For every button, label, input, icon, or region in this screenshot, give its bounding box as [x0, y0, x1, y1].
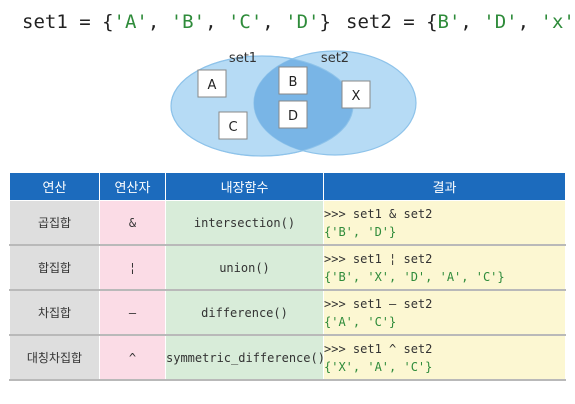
- result-cell: >>> set1 ^ set2 {'X', 'A', 'C'}: [323, 334, 566, 381]
- table-header-row: 연산 연산자 내장함수 결과: [9, 172, 566, 201]
- table-row: 곱집합 & intersection() >>> set1 & set2 {'B…: [9, 200, 566, 246]
- function-cell: difference(): [165, 289, 324, 336]
- result-code: >>> set1 ¦ set2: [324, 251, 433, 266]
- operation-cell: 합집합: [9, 244, 100, 291]
- operation-cell: 차집합: [9, 289, 100, 336]
- set2-definition: set2 = {B', 'D', 'x'}: [346, 8, 575, 36]
- set1-item: 'A': [113, 11, 148, 33]
- set1-suffix: }: [319, 11, 331, 33]
- table-row: 대칭차집합 ^ symmetric_difference() >>> set1 …: [9, 334, 566, 381]
- set2-item: B': [437, 11, 461, 33]
- element-box-a: A: [197, 69, 227, 98]
- result-output: {'B', 'D'}: [324, 224, 397, 239]
- function-cell: symmetric_difference(): [165, 334, 325, 381]
- set2-label: set2: [321, 51, 349, 66]
- set1-item: 'C': [227, 11, 263, 33]
- set1-item: 'D': [285, 11, 320, 33]
- element-box-x: X: [341, 80, 371, 109]
- result-code: >>> set1 ^ set2: [324, 341, 433, 356]
- operation-cell: 대칭차집합: [9, 334, 100, 381]
- header-operation: 연산: [9, 172, 100, 201]
- element-box-b: B: [278, 66, 308, 95]
- result-code: >>> set1 & set2: [324, 206, 433, 221]
- set2-prefix: set2 = {: [346, 11, 438, 33]
- result-cell: >>> set1 ¦ set2 {'B', 'X', 'D', 'A', 'C'…: [323, 244, 566, 291]
- header-result: 결과: [323, 172, 566, 201]
- element-box-c: C: [218, 111, 248, 140]
- table-row: 합집합 ¦ union() >>> set1 ¦ set2 {'B', 'X',…: [9, 244, 566, 291]
- operation-cell: 곱집합: [9, 200, 100, 246]
- element-box-d: D: [278, 100, 308, 129]
- operator-cell: –: [99, 289, 166, 336]
- result-output: {'B', 'X', 'D', 'A', 'C'}: [324, 269, 505, 284]
- set-operations-table: 연산 연산자 내장함수 결과 곱집합 & intersection() >>> …: [9, 172, 566, 381]
- venn-diagram: set1 set2 A C B D X: [170, 50, 417, 157]
- header-builtin-function: 내장함수: [165, 172, 324, 201]
- set1-label: set1: [229, 51, 257, 66]
- header-operator: 연산자: [99, 172, 166, 201]
- result-output: {'A', 'C'}: [324, 314, 397, 329]
- function-cell: intersection(): [165, 200, 324, 246]
- operator-cell: &: [99, 200, 166, 246]
- set1-item: 'B': [170, 11, 206, 33]
- table-row: 차집합 – difference() >>> set1 – set2 {'A',…: [9, 289, 566, 336]
- element-label: B: [289, 75, 298, 90]
- set1-definition: set1 = {'A', 'B', 'C', 'D'}: [22, 11, 331, 33]
- operator-cell: ^: [99, 334, 166, 381]
- element-label: C: [228, 120, 237, 135]
- result-cell: >>> set1 & set2 {'B', 'D'}: [323, 200, 566, 246]
- set2-item: 'x': [540, 11, 575, 33]
- element-label: D: [288, 109, 298, 124]
- operator-cell: ¦: [99, 244, 166, 291]
- function-cell: union(): [165, 244, 324, 291]
- element-label: X: [352, 89, 361, 104]
- element-label: A: [208, 78, 217, 93]
- result-cell: >>> set1 – set2 {'A', 'C'}: [323, 289, 566, 336]
- set1-prefix: set1 = {: [22, 11, 114, 33]
- set2-item: 'D': [483, 11, 518, 33]
- result-output: {'X', 'A', 'C'}: [324, 359, 433, 374]
- result-code: >>> set1 – set2: [324, 296, 433, 311]
